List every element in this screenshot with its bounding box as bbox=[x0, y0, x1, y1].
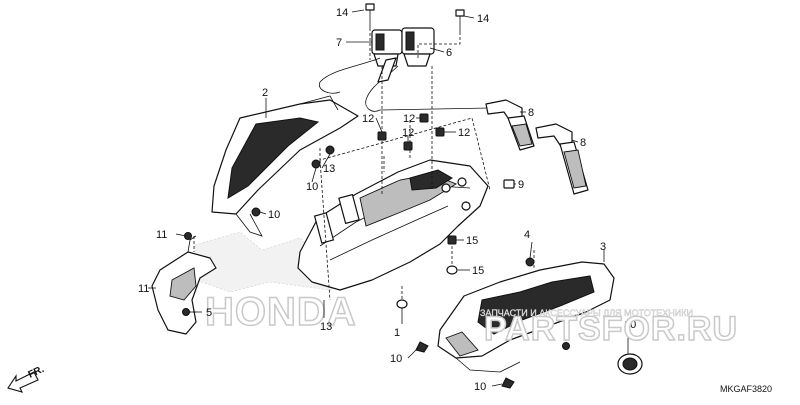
screw-11-set bbox=[182, 232, 192, 316]
callout-14-left: 14 bbox=[336, 7, 348, 19]
callout-8-upper: 8 bbox=[528, 107, 534, 119]
callout-12-lower: 15 bbox=[466, 235, 478, 247]
callout-11-upper: 11 bbox=[156, 229, 167, 241]
bolt-14-right bbox=[455, 9, 465, 32]
assembly-guide-lines bbox=[188, 28, 567, 350]
callout-3: 10 bbox=[624, 319, 636, 331]
tagline-watermark: ЗАПЧАСТИ И АКСЕССУАРЫ ДЛЯ МОТОТЕХНИКИ bbox=[480, 308, 693, 318]
callout-10-upper: 10 bbox=[306, 181, 318, 193]
bolt-9 bbox=[503, 179, 515, 189]
part-8-plug-cap-upper bbox=[485, 99, 535, 151]
callout-12-a: 12 bbox=[362, 113, 374, 125]
callout-10-lower-right: 10 bbox=[474, 381, 486, 393]
site-watermark: PARTSFOR.RU bbox=[484, 310, 738, 348]
callout-6: 6 bbox=[446, 47, 452, 59]
callout-12-c: 12 bbox=[402, 127, 414, 139]
callout-1: 13 bbox=[320, 321, 332, 333]
diagram-code: MKGAF3820 bbox=[720, 384, 772, 394]
callout-13-upper: 13 bbox=[323, 163, 335, 175]
part-6-ignition-coil bbox=[401, 27, 435, 67]
front-direction-arrow-icon bbox=[7, 371, 39, 393]
callout-10-lower-left: 10 bbox=[390, 353, 402, 365]
part-4-lower-cowl bbox=[437, 261, 615, 373]
callout-15-right: 15 bbox=[472, 265, 484, 277]
callout-9: 9 bbox=[518, 179, 524, 191]
callout-leaders bbox=[148, 9, 629, 387]
callout-15-lower: 1 bbox=[394, 327, 400, 339]
callout-11-lower: 5 bbox=[206, 307, 212, 319]
honda-watermark: HONDA bbox=[205, 290, 357, 334]
callout-12-b: 12 bbox=[403, 113, 415, 125]
callout-2: 2 bbox=[262, 87, 268, 99]
callout-10-left: 10 bbox=[268, 209, 280, 221]
screw-lower-set bbox=[562, 342, 570, 350]
screw-10-set bbox=[251, 159, 515, 389]
callout-labels: 14 14 7 6 2 8 8 12 12 12 12 13 10 10 9 1… bbox=[138, 7, 636, 393]
callout-14-right: 14 bbox=[477, 13, 489, 25]
part-2-left-cover bbox=[211, 95, 359, 237]
part-8-plug-cap-lower bbox=[535, 123, 589, 195]
clip-15-set bbox=[396, 265, 458, 309]
callout-4: 3 bbox=[600, 241, 606, 253]
spark-plug-wires bbox=[318, 57, 491, 112]
part-1-under-tray bbox=[297, 159, 489, 291]
part-3-grommet bbox=[617, 353, 643, 375]
bolt-14-left bbox=[365, 3, 375, 28]
callout-12-d: 12 bbox=[458, 127, 470, 139]
callout-5: 11 bbox=[138, 283, 149, 295]
nut-12-set bbox=[377, 113, 457, 245]
callout-7: 7 bbox=[336, 37, 342, 49]
callout-13-lower: 4 bbox=[524, 229, 530, 241]
front-direction-label: FR. bbox=[27, 364, 46, 381]
callout-8-lower: 8 bbox=[580, 137, 586, 149]
